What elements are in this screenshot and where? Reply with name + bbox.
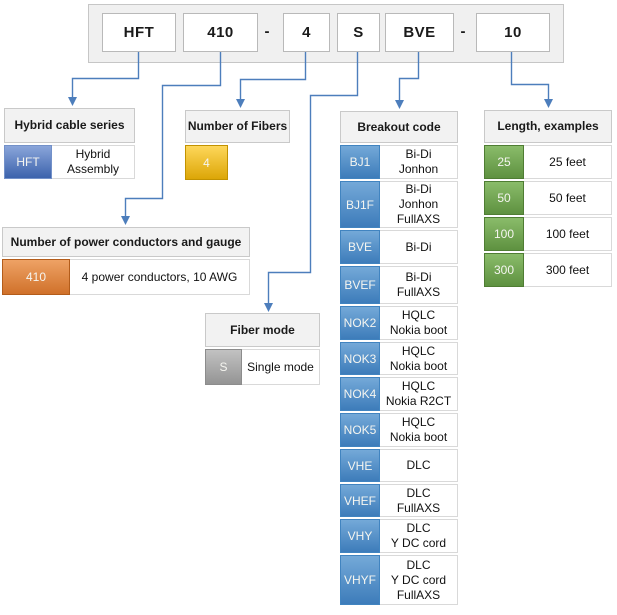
description-cell: DLC [380,449,458,482]
arrowhead-hft [68,97,77,106]
code-cell: VHEF [340,484,380,517]
table-header: Number of Fibers [185,110,290,143]
table-row: 50 50 feet [484,181,612,215]
code-cell: 50 [484,181,524,215]
description-cell: HQLC Nokia R2CT [380,377,458,411]
table-row: VHE DLC [340,449,458,482]
description-cell: Bi-Di [380,230,458,264]
connector-410 [124,50,222,216]
table-row: 300 300 feet [484,253,612,287]
description-cell: 4 power conductors, 10 AWG [70,259,250,295]
fibers-table: Number of Fibers 4 [185,110,290,180]
connector-bve [398,50,420,100]
code-cell: 410 [2,259,70,295]
arrowhead-4 [236,99,245,108]
table-row: BVEF Bi-Di FullAXS [340,266,458,304]
description-cell: HQLC Nokia boot [380,413,458,447]
table-row: BJ1 Bi-Di Jonhon [340,145,458,179]
table-row: 100 100 feet [484,217,612,251]
table-header: Hybrid cable series [4,108,135,143]
description-cell: DLC FullAXS [380,484,458,517]
code-cell: VHY [340,519,380,553]
table-row: VHYF DLC Y DC cord FullAXS [340,555,458,605]
description-cell: DLC Y DC cord [380,519,458,553]
segment-conductors: 410 [183,13,258,52]
table-row: BJ1F Bi-Di Jonhon FullAXS [340,181,458,228]
table-header: Fiber mode [205,313,320,347]
table-row: NOK4 HQLC Nokia R2CT [340,377,458,411]
description-cell: Bi-Di Jonhon [380,145,458,179]
hybrid-series-table: Hybrid cable series HFT Hybrid Assembly [4,108,135,179]
connector-4 [239,50,307,99]
description-cell: 300 feet [524,253,612,287]
arrowhead-10 [544,99,553,108]
table-row: NOK5 HQLC Nokia boot [340,413,458,447]
code-cell: VHYF [340,555,380,605]
connector-s [267,50,359,303]
description-cell: HQLC Nokia boot [380,342,458,375]
code-cell: BJ1 [340,145,380,179]
description-cell: Hybrid Assembly [52,145,135,179]
connector-10 [510,50,550,99]
connector-hft [71,50,140,97]
code-cell: 25 [484,145,524,179]
segment-fiber-mode: S [337,13,380,52]
description-cell: DLC Y DC cord FullAXS [380,555,458,605]
table-row: NOK2 HQLC Nokia boot [340,306,458,340]
segment-length: 10 [476,13,550,52]
table-row: HFT Hybrid Assembly [4,145,135,179]
breakout-code-table: Breakout code BJ1 Bi-Di Jonhon BJ1F Bi-D… [340,111,458,605]
table-row: 25 25 feet [484,145,612,179]
code-cell: 100 [484,217,524,251]
description-cell: 50 feet [524,181,612,215]
table-header: Length, examples [484,110,612,143]
description-cell: Single mode [242,349,320,385]
segment-series: HFT [102,13,176,52]
description-cell: Bi-Di FullAXS [380,266,458,304]
segment-fibers: 4 [283,13,330,52]
arrowhead-s [264,303,273,312]
description-cell: 25 feet [524,145,612,179]
code-cell: BVEF [340,266,380,304]
table-row: 410 4 power conductors, 10 AWG [2,259,250,295]
length-examples-table: Length, examples 25 25 feet 50 50 feet 1… [484,110,612,287]
table-row: NOK3 HQLC Nokia boot [340,342,458,375]
code-cell: BJ1F [340,181,380,228]
table-row: VHEF DLC FullAXS [340,484,458,517]
description-cell: 100 feet [524,217,612,251]
description-cell: Bi-Di Jonhon FullAXS [380,181,458,228]
code-cell: HFT [4,145,52,179]
power-conductors-table: Number of power conductors and gauge 410… [2,227,250,295]
code-cell: 300 [484,253,524,287]
code-cell: VHE [340,449,380,482]
table-header: Number of power conductors and gauge [2,227,250,257]
code-cell: NOK3 [340,342,380,375]
table-row: S Single mode [205,349,320,385]
description-cell: HQLC Nokia boot [380,306,458,340]
table-header: Breakout code [340,111,458,143]
code-cell: S [205,349,242,385]
code-cell: 4 [185,145,228,180]
segment-breakout: BVE [385,13,454,52]
table-row: BVE Bi-Di [340,230,458,264]
code-cell: BVE [340,230,380,264]
arrowhead-bve [395,100,404,109]
code-cell: NOK5 [340,413,380,447]
fiber-mode-table: Fiber mode S Single mode [205,313,320,385]
code-cell: NOK2 [340,306,380,340]
arrowhead-410 [121,216,130,225]
separator-dash-1: - [264,23,270,40]
separator-dash-2: - [460,23,466,40]
table-row: VHY DLC Y DC cord [340,519,458,553]
table-row: 4 [185,145,290,180]
code-cell: NOK4 [340,377,380,411]
